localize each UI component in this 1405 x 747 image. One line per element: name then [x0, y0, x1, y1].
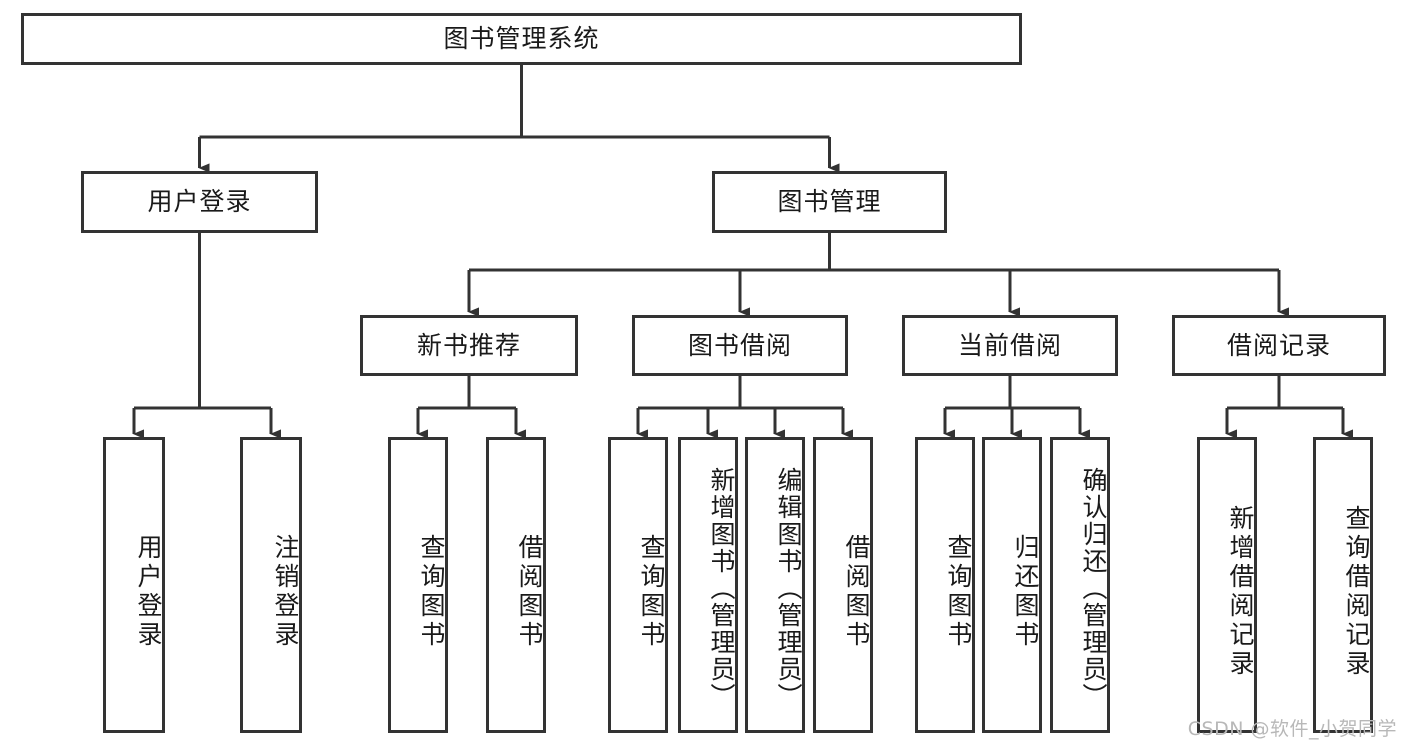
node-label: 查询图书 [637, 534, 666, 650]
node-box-level2-1: 图书管理 [712, 171, 947, 233]
node-box-level3-3: 借阅记录 [1172, 315, 1386, 376]
node-label: 当前借阅 [957, 330, 1062, 360]
watermark-text: CSDN @软件_小贺同学 [1187, 718, 1397, 740]
node-label: 查询图书 [944, 534, 973, 650]
node-label: 查询图书 [417, 534, 446, 650]
node-label: 用户登录 [134, 534, 163, 650]
node-box-leaf-0: 用户登录 [103, 437, 165, 733]
node-box-leaf-2: 查询图书 [388, 437, 448, 733]
node-label: 确认归还（管理员） [1079, 466, 1108, 710]
node-label: 借阅记录 [1226, 330, 1331, 360]
node-box-leaf-11: 新增借阅记录 [1197, 437, 1257, 733]
node-label: 归还图书 [1011, 534, 1040, 650]
node-box-leaf-1: 注销登录 [240, 437, 302, 733]
node-label: 用户登录 [147, 187, 252, 217]
node-box-leaf-4: 查询图书 [608, 437, 668, 733]
node-label: 借阅图书 [515, 534, 544, 650]
node-label: 新书推荐 [416, 330, 521, 360]
node-label: 注销登录 [271, 534, 300, 650]
node-box-leaf-3: 借阅图书 [486, 437, 546, 733]
node-box-level3-1: 图书借阅 [632, 315, 848, 376]
node-box-root-0: 图书管理系统 [21, 13, 1022, 65]
node-label: 图书管理 [777, 187, 882, 217]
node-box-level3-0: 新书推荐 [360, 315, 578, 376]
node-box-leaf-5: 新增图书（管理员） [678, 437, 738, 733]
node-box-leaf-9: 归还图书 [982, 437, 1042, 733]
node-box-level2-0: 用户登录 [81, 171, 318, 233]
node-label: 编辑图书（管理员） [774, 466, 803, 710]
node-box-level3-2: 当前借阅 [902, 315, 1118, 376]
node-label: 查询借阅记录 [1342, 505, 1371, 679]
node-label: 图书管理系统 [443, 24, 600, 54]
node-box-leaf-6: 编辑图书（管理员） [745, 437, 805, 733]
node-label: 借阅图书 [842, 534, 871, 650]
node-box-leaf-7: 借阅图书 [813, 437, 873, 733]
node-label: 新增借阅记录 [1226, 505, 1255, 679]
node-label: 图书借阅 [687, 330, 792, 360]
node-label: 新增图书（管理员） [707, 466, 736, 710]
node-box-leaf-12: 查询借阅记录 [1313, 437, 1373, 733]
node-box-leaf-10: 确认归还（管理员） [1050, 437, 1110, 733]
node-box-leaf-8: 查询图书 [915, 437, 975, 733]
